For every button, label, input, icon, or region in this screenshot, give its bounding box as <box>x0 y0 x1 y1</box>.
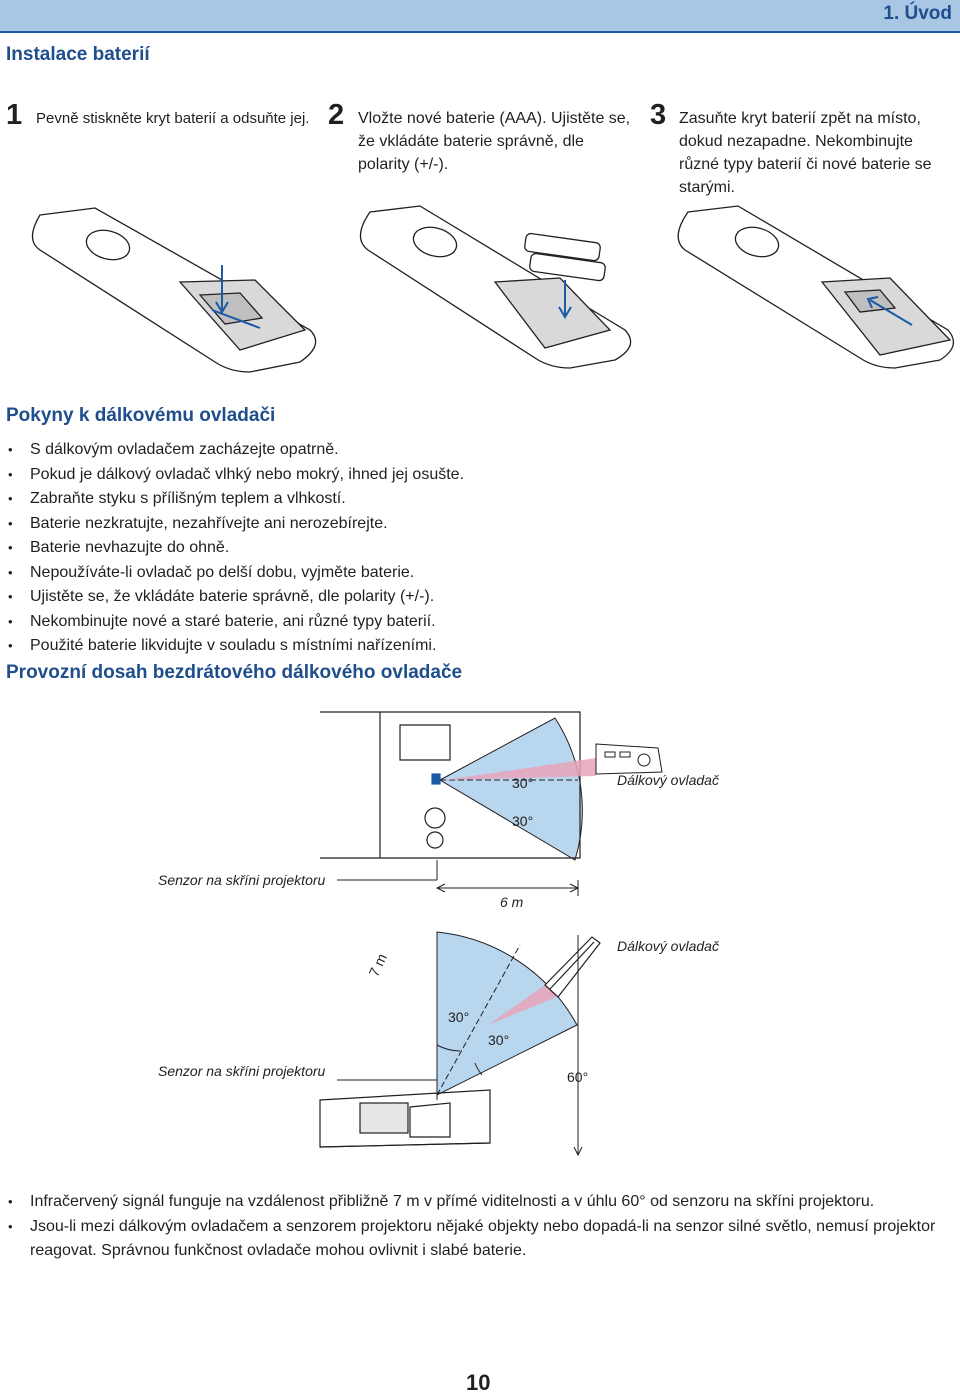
range-note-item: Infračervený signál funguje na vzdálenos… <box>4 1190 954 1215</box>
precaution-item: Nekombinujte nové a staré baterie, ani r… <box>4 610 904 635</box>
step-1-text: Pevně stiskněte kryt baterií a odsuňte j… <box>36 110 310 127</box>
top-angle-upper-label: 30° <box>512 775 534 791</box>
battery-section-title: Instalace baterií <box>6 44 150 65</box>
remote-step-2-illustration <box>359 205 632 369</box>
precaution-item: Ujistěte se, že vkládáte baterie správně… <box>4 585 904 610</box>
remote-step-3-illustration <box>677 205 955 369</box>
side-angle-right-label: 30° <box>488 1032 510 1048</box>
top-angle-lower-label: 30° <box>512 813 534 829</box>
battery-illustrations <box>31 205 955 373</box>
remote-side-view-icon <box>544 936 601 998</box>
page-number: 10 <box>466 1370 491 1395</box>
step-3-number: 3 <box>650 99 667 131</box>
side-view-diagram <box>319 931 601 1157</box>
projector-side-view <box>319 1089 491 1148</box>
range-section-title: Provozní dosah bezdrátového dálkového ov… <box>6 662 463 683</box>
precaution-item: Baterie nezkratujte, nezahřívejte ani ne… <box>4 512 904 537</box>
step-3-text: Zasuňte kryt baterií zpět na místo, doku… <box>679 110 932 196</box>
precautions-title: Pokyny k dálkovému ovladači <box>6 405 276 426</box>
side-angle-left-label: 30° <box>448 1009 470 1025</box>
precaution-item: Baterie nevhazujte do ohně. <box>4 536 904 561</box>
precautions-list: S dálkovým ovladačem zacházejte opatrně.… <box>4 438 904 659</box>
step-2-text: Vložte nové baterie (AAA). Ujistěte se, … <box>358 110 631 173</box>
side-ir-signal-beam <box>488 983 556 1025</box>
projector-top-view <box>320 711 581 859</box>
precaution-item: Nepoužíváte-li ovladač po delší dobu, vy… <box>4 561 904 586</box>
side-sensor-leader <box>337 1079 437 1081</box>
range-notes-list: Infračervený signál funguje na vzdálenos… <box>4 1190 954 1264</box>
side-remote-label: Dálkový ovladač <box>617 938 719 954</box>
side-angle-bottom-label: 60° <box>567 1069 589 1085</box>
top-view-diagram <box>320 711 663 861</box>
precaution-item: Pokud je dálkový ovladač vlhký nebo mokr… <box>4 463 904 488</box>
precaution-item: Zabraňte styku s přílišným teplem a vlhk… <box>4 487 904 512</box>
aaa-batteries-icon <box>524 232 606 282</box>
distance-indicators <box>337 860 580 896</box>
top-remote-label: Dálkový ovladač <box>617 772 719 788</box>
step-2-number: 2 <box>328 99 345 131</box>
remote-top-view-icon <box>595 743 663 775</box>
side-sensor-label: Senzor na skříni projektoru <box>158 1063 326 1079</box>
reception-range-sector <box>438 717 583 861</box>
chapter-header-rule <box>0 31 960 33</box>
step-1-number: 1 <box>6 99 23 131</box>
top-sensor-label: Senzor na skříni projektoru <box>158 872 326 888</box>
chapter-header-bar <box>0 0 960 31</box>
precaution-item: S dálkovým ovladačem zacházejte opatrně. <box>4 438 904 463</box>
remote-step-1-illustration <box>31 207 317 373</box>
distance-label: 6 m <box>500 894 524 910</box>
range-note-item: Jsou-li mezi dálkovým ovladačem a senzor… <box>4 1215 954 1264</box>
ir-signal-beam <box>445 758 596 780</box>
chapter-title: 1. Úvod <box>883 3 952 24</box>
side-center-line <box>436 944 521 1096</box>
precaution-item: Použité baterie likvidujte v souladu s m… <box>4 634 904 659</box>
